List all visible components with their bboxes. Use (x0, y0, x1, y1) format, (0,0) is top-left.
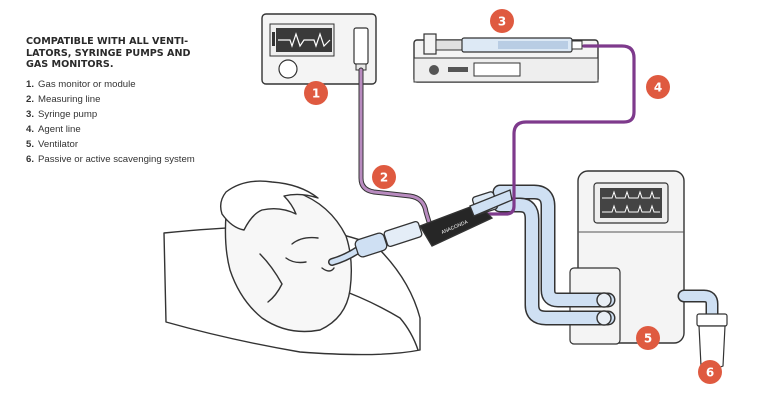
badge-6: 6 (698, 360, 722, 384)
svg-text:2: 2 (380, 171, 388, 185)
water-trap (353, 27, 369, 65)
patient (163, 180, 421, 356)
gas-monitor (261, 13, 377, 85)
svg-text:3: 3 (498, 15, 506, 29)
airway-device (328, 189, 513, 266)
agent-line (480, 44, 636, 216)
svg-text:1: 1 (312, 87, 320, 101)
badge-5: 5 (636, 326, 660, 350)
legend: COMPATIBLE WITH ALL VENTI- LATORS, SYRIN… (26, 36, 226, 167)
badge-2: 2 (372, 165, 396, 189)
legend-title: COMPATIBLE WITH ALL VENTI- LATORS, SYRIN… (26, 36, 191, 70)
legend-item: 2.Measuring line (26, 93, 101, 105)
legend-list: 1.Gas monitor or module 2.Measuring line… (26, 77, 226, 167)
syringe-pump (413, 33, 599, 83)
svg-text:4: 4 (654, 81, 662, 95)
measuring-line (358, 67, 435, 235)
legend-item: 4.Agent line (26, 123, 81, 135)
legend-item: 3.Syringe pump (26, 108, 98, 120)
badge-4: 4 (646, 75, 670, 99)
legend-item: 5.Ventilator (26, 138, 79, 150)
legend-item: 1.Gas monitor or module (26, 78, 136, 90)
badge-1: 1 (304, 81, 328, 105)
svg-text:6: 6 (706, 366, 714, 380)
badge-3: 3 (490, 9, 514, 33)
svg-text:5: 5 (644, 332, 652, 346)
legend-item: 6.Passive or active scavenging system (26, 153, 195, 165)
breathing-tubes (492, 184, 719, 326)
